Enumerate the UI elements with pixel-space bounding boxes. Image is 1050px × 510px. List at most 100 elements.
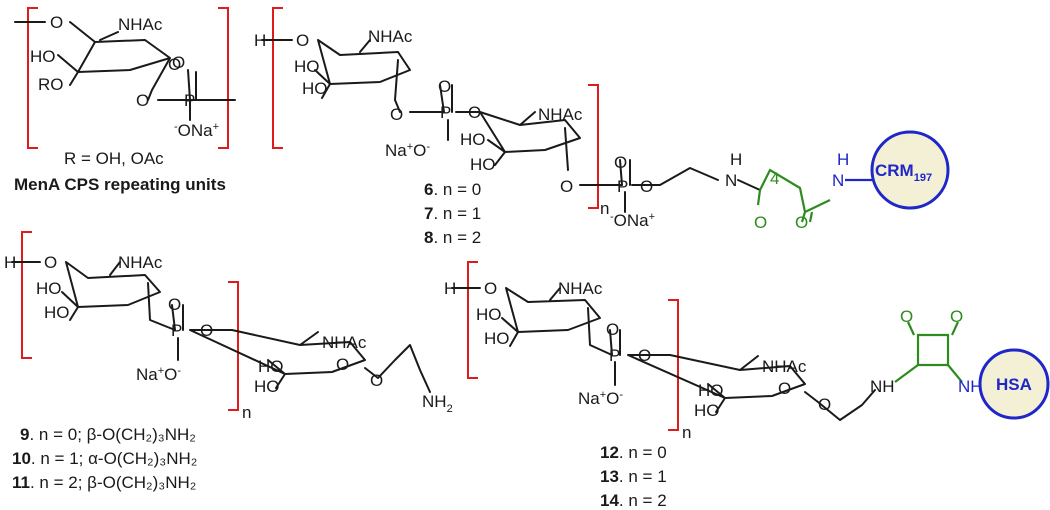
n-label: N xyxy=(725,171,737,190)
compound-10: 10. n = 1; α-O(CH₂)₃NH₂ xyxy=(12,449,197,468)
phosphorus: P xyxy=(184,91,195,110)
ring-o: O xyxy=(168,55,181,74)
h-label: H xyxy=(254,31,266,50)
link-o: O xyxy=(468,103,481,122)
h-label: H xyxy=(4,253,16,272)
phosphorus: P xyxy=(609,346,620,365)
na-o: Na+O- xyxy=(385,141,430,160)
ring-o: O xyxy=(778,379,791,398)
ho-label: HO xyxy=(470,155,496,174)
glycoside-o: O xyxy=(818,395,831,414)
repeat-n: n xyxy=(600,199,609,218)
glycoside-o: O xyxy=(370,371,383,390)
nhac-label: NHAc xyxy=(118,253,163,272)
compound-11: 11. n = 2; β-O(CH₂)₃NH₂ xyxy=(12,473,196,492)
squarate-o: O xyxy=(950,307,963,326)
link-o: O xyxy=(560,177,573,196)
link-o: O xyxy=(390,105,403,124)
bracket-left xyxy=(21,231,32,359)
double-o: O xyxy=(606,320,619,339)
o-label: O xyxy=(484,279,497,298)
mena-repeating-unit: O NHAc HO RO O O O P -ONa+ R = OH, OAc M… xyxy=(14,7,236,194)
o-label: O xyxy=(795,213,808,232)
nhac-label-2: NHAc xyxy=(322,333,367,352)
link-o: O xyxy=(136,91,149,110)
green-linker xyxy=(756,168,831,223)
ho-label: HO xyxy=(694,401,720,420)
double-o: O xyxy=(438,77,451,96)
phosphorus: P xyxy=(171,321,182,340)
ho-label: HO xyxy=(294,57,320,76)
nhac-label: NHAc xyxy=(368,27,413,46)
compound-9-11: H O NHAc HO HO O P O Na+O- NHAc HO HO O … xyxy=(4,231,453,492)
substituent-label: R = OH, OAc xyxy=(64,149,164,168)
bracket-right xyxy=(588,84,599,209)
link-o: O xyxy=(200,321,213,340)
compound-14: 14. n = 2 xyxy=(600,491,667,510)
nhac-label: NHAc xyxy=(558,279,603,298)
double-o: O xyxy=(172,53,185,72)
crm197-circle xyxy=(870,130,950,210)
link-o: O xyxy=(640,177,653,196)
ring-o-6: O xyxy=(50,13,63,32)
o-label: O xyxy=(44,253,57,272)
bracket-left xyxy=(272,7,283,149)
h-label: H xyxy=(444,279,456,298)
compound-13: 13. n = 1 xyxy=(600,467,667,486)
phosphorus: P xyxy=(440,103,451,122)
n-label: N xyxy=(832,171,844,190)
ho-label: HO xyxy=(258,357,284,376)
compound-8: 8. n = 2 xyxy=(424,228,481,247)
crm197-label: CRM197 xyxy=(875,161,932,184)
link-o: O xyxy=(638,346,651,365)
squarate-o: O xyxy=(900,307,913,326)
o-label: O xyxy=(296,31,309,50)
ho-label: HO xyxy=(44,303,70,322)
compound-12: 12. n = 0 xyxy=(600,443,667,462)
nh-label: NH xyxy=(870,377,895,396)
squarate-ring xyxy=(894,321,963,383)
compound-12-14: H O NHAc HO HO O P O Na+O- NHAc HO HO O … xyxy=(444,261,1050,510)
ho-label: HO xyxy=(30,47,56,66)
compound-6: 6. n = 0 xyxy=(424,180,481,199)
bracket-left xyxy=(27,7,38,149)
double-o: O xyxy=(614,153,627,172)
mena-caption: MenA CPS repeating units xyxy=(14,175,226,194)
phosphorus: P xyxy=(617,177,628,196)
ring-o: O xyxy=(336,355,349,374)
repeat-n: n xyxy=(682,423,691,442)
ho-label: HO xyxy=(302,79,328,98)
nhac-label-2: NHAc xyxy=(538,105,583,124)
compound-6-8: H O NHAc HO HO O O P O Na+O- NHAc HO HO … xyxy=(254,7,950,247)
ho-label: HO xyxy=(484,329,510,348)
ho-label: HO xyxy=(460,130,486,149)
compound-9: 9. n = 0; β-O(CH₂)₃NH₂ xyxy=(20,425,196,444)
na-o: Na+O- xyxy=(136,365,181,384)
o-label: O xyxy=(754,213,767,232)
ho-label: HO xyxy=(476,305,502,324)
h-label: H xyxy=(730,150,742,169)
o-na: -ONa+ xyxy=(610,211,655,230)
nh-label: NH xyxy=(958,377,983,396)
hsa-circle xyxy=(978,348,1050,420)
ro-label: RO xyxy=(38,75,64,94)
chain-four: 4 xyxy=(770,169,779,188)
ho-label: HO xyxy=(254,377,280,396)
nhac-label-2: NHAc xyxy=(762,357,807,376)
ho-label: HO xyxy=(698,381,724,400)
hsa-label: HSA xyxy=(996,375,1032,394)
o-na: -ONa+ xyxy=(174,121,219,140)
h-label: H xyxy=(837,150,849,169)
bracket-right xyxy=(228,281,239,411)
repeat-n: n xyxy=(242,403,251,422)
compound-7: 7. n = 1 xyxy=(424,204,481,223)
na-o: Na+O- xyxy=(578,389,623,408)
double-o: O xyxy=(168,295,181,314)
nh2-label: NH2 xyxy=(422,392,453,415)
bracket-left xyxy=(467,261,478,379)
bracket-right xyxy=(218,7,229,149)
ho-label: HO xyxy=(36,279,62,298)
nhac-label: NHAc xyxy=(118,15,163,34)
bracket-right xyxy=(668,299,679,431)
